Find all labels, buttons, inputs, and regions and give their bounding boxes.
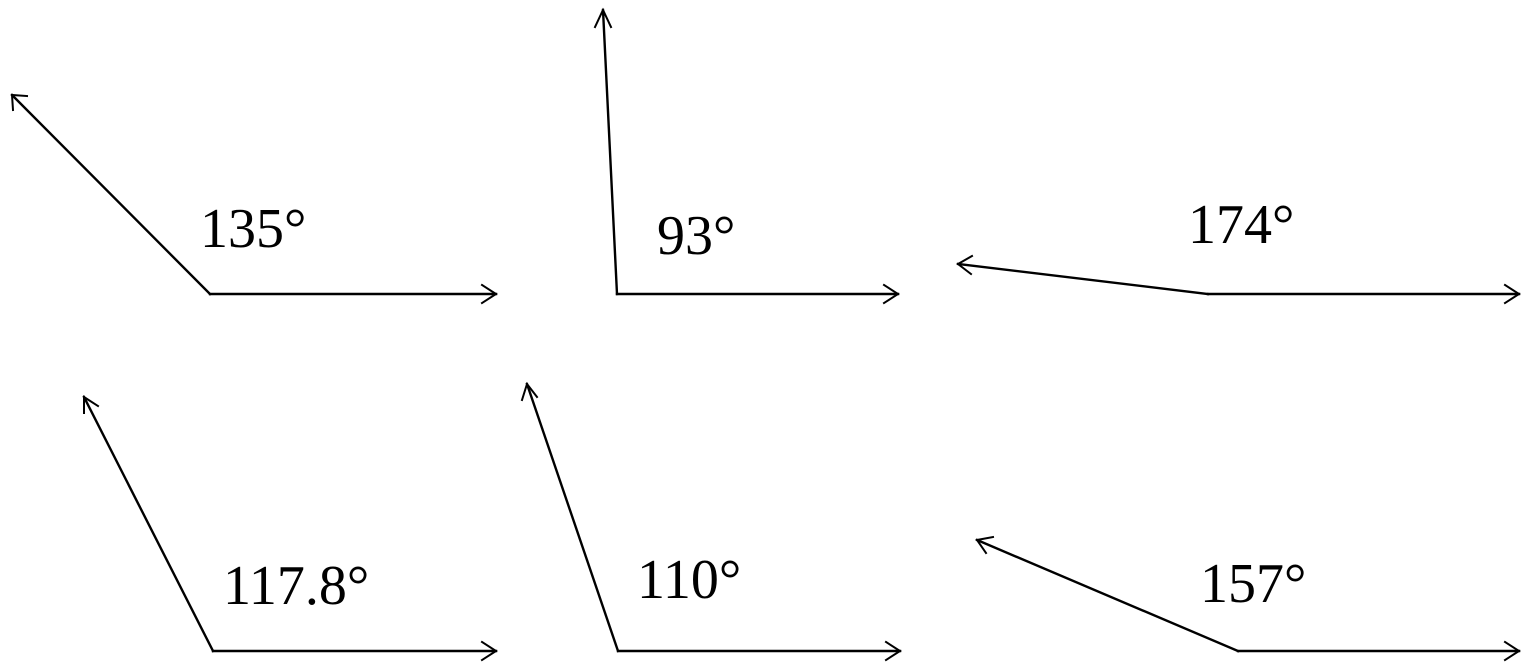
angle-117-8: 117.8° xyxy=(82,395,498,662)
angle-110-label: 110° xyxy=(637,549,741,611)
angle-174-base-arrowhead xyxy=(1503,283,1521,305)
angle-135-arm-ray xyxy=(10,93,212,296)
angle-110-base-arrowhead xyxy=(884,640,902,662)
angle-93: 93° xyxy=(593,7,900,305)
angle-174-arm-arrowhead xyxy=(956,254,974,276)
angle-110-arm-ray xyxy=(525,382,620,653)
angle-93-label: 93° xyxy=(657,205,735,267)
angle-110-arm-arrowhead xyxy=(520,381,539,402)
angle-157-arm-arrowhead xyxy=(975,535,995,555)
angle-110: 110° xyxy=(520,381,902,662)
angle-93-arm-arrowhead xyxy=(593,7,613,29)
angle-157: 157° xyxy=(975,535,1521,662)
angle-117-8-base-arrowhead xyxy=(480,640,498,662)
angle-117-8-arm-arrowhead xyxy=(83,395,100,414)
angle-157-label: 157° xyxy=(1200,553,1306,615)
angle-157-arm-ray xyxy=(975,538,1240,653)
angle-174-label: 174° xyxy=(1188,194,1294,256)
angle-174: 174° xyxy=(956,194,1521,305)
angle-157-base-arrowhead xyxy=(1503,640,1521,662)
angle-135: 135° xyxy=(10,93,498,305)
angle-117-8-arm-ray xyxy=(82,395,215,653)
angle-135-arm-arrowhead xyxy=(10,93,29,112)
angle-174-arm-ray xyxy=(956,262,1210,296)
angle-117-8-label: 117.8° xyxy=(223,555,369,617)
angle-135-base-arrowhead xyxy=(480,283,498,305)
angle-93-arm-ray xyxy=(601,8,619,296)
angle-93-base-arrowhead xyxy=(882,283,900,305)
angle-135-label: 135° xyxy=(200,198,306,260)
